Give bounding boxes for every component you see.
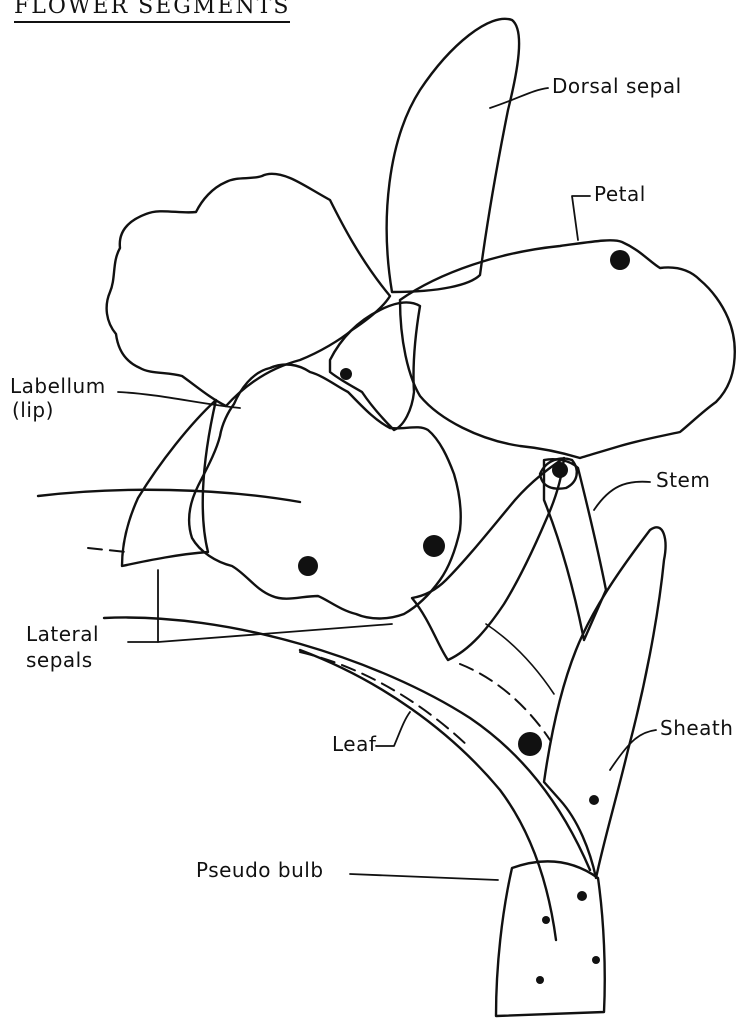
stem-label: Stem: [656, 470, 710, 491]
bulb-spot: [542, 916, 550, 924]
petal-label: Petal: [594, 184, 646, 205]
lip-spot: [298, 556, 318, 576]
petal-spot: [610, 250, 630, 270]
bulb-spot: [536, 976, 544, 984]
diagram-title: FLOWER SEGMENTS: [14, 0, 290, 23]
leaf-upper-line: [38, 490, 300, 502]
lower-sepal-shape: [412, 458, 564, 660]
leaf-spot: [518, 732, 542, 756]
bulb-spot: [592, 956, 600, 964]
dorsal-sepal-label: Dorsal sepal: [552, 76, 682, 97]
dorsal-sepal-shape: [387, 19, 519, 292]
lateral-sepals-label-1: Lateral: [26, 624, 99, 645]
stem-shape: [544, 459, 606, 640]
stem-leader: [594, 482, 650, 510]
sheath-spot: [589, 795, 599, 805]
petal-leader: [572, 196, 590, 240]
pseudo-bulb-shape: [496, 861, 605, 1016]
lateral-sepal-shape: [122, 400, 216, 566]
labellum-lip-label: (lip): [12, 400, 54, 421]
background-dash-1: [88, 548, 126, 552]
bulb-spot: [577, 891, 587, 901]
leaf-label: Leaf: [332, 734, 376, 755]
background-dash-2: [460, 664, 550, 740]
pseudo-bulb-leader: [350, 874, 498, 880]
stem-spot: [552, 462, 568, 478]
column-shape: [330, 303, 420, 430]
lateral-sepals-bracket: [158, 570, 392, 642]
right-petal-shape: [400, 240, 735, 458]
column-spot: [340, 368, 352, 380]
lip-spot: [423, 535, 445, 557]
sheath-leader: [610, 730, 656, 770]
leaf-leader: [376, 712, 410, 746]
labellum-label: Labellum: [10, 376, 106, 397]
labellum-leader: [118, 392, 240, 408]
sheath-label: Sheath: [660, 718, 733, 739]
dorsal-sepal-leader: [490, 88, 548, 108]
lateral-sepals-label-2: sepals: [26, 650, 93, 671]
background-line: [486, 624, 554, 694]
pseudo-bulb-label: Pseudo bulb: [196, 860, 324, 881]
